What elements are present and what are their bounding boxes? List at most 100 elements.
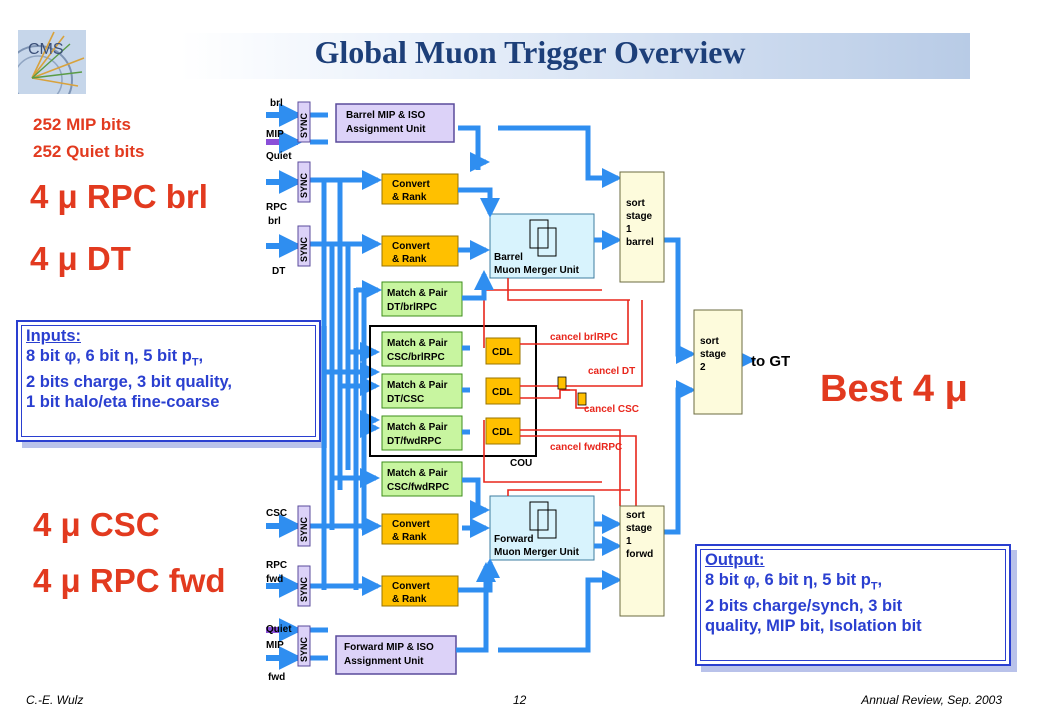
svg-text:CDL: CDL xyxy=(492,387,513,398)
input-label-dt: DT xyxy=(272,266,285,277)
input-label-quiet: Quiet xyxy=(266,151,292,162)
barrel-merger-label-2: Muon Merger Unit xyxy=(494,265,580,276)
title-bar xyxy=(180,33,970,79)
output-line-2: 2 bits charge/synch, 3 bit xyxy=(705,597,903,616)
csc-label: 4 μ CSC xyxy=(33,506,160,543)
svg-text:& Rank: & Rank xyxy=(392,192,427,203)
cou-block: COU xyxy=(369,325,537,469)
svg-text:DT/brlRPC: DT/brlRPC xyxy=(387,302,437,313)
sync-label: SYNC xyxy=(299,236,309,262)
quiet-bits-label: 252 Quiet bits xyxy=(33,142,145,161)
input-label-mip: MIP xyxy=(266,129,284,140)
svg-text:2: 2 xyxy=(700,362,706,373)
svg-text:Convert: Convert xyxy=(392,179,430,190)
sync-label: SYNC xyxy=(299,516,309,542)
svg-text:CSC/fwdRPC: CSC/fwdRPC xyxy=(387,482,449,493)
svg-text:COU: COU xyxy=(510,458,532,469)
output-line-1: 8 bit φ, 6 bit η, 5 bit p xyxy=(705,571,871,589)
cancel-fwdrpc-label: cancel fwdRPC xyxy=(550,442,622,453)
svg-text:CDL: CDL xyxy=(492,427,513,438)
inputs-line-1-end: , xyxy=(198,347,204,365)
convert-rank-units: Convert & Rank Convert & Rank Convert & Ran… xyxy=(381,173,459,607)
svg-text:& Rank: & Rank xyxy=(392,254,427,265)
svg-text:DT/CSC: DT/CSC xyxy=(387,394,424,405)
output-line-3: quality, MIP bit, Isolation bit xyxy=(705,617,922,636)
inputs-line-1: 8 bit φ, 6 bit η, 5 bit p xyxy=(26,347,192,365)
svg-text:Assignment Unit: Assignment Unit xyxy=(346,124,426,135)
input-signal-labels: brl MIP Quiet RPC brl DT CSC RPC fwd Qui… xyxy=(266,98,292,683)
output-line-1-sub: T xyxy=(870,580,878,593)
svg-text:Barrel MIP & ISO: Barrel MIP & ISO xyxy=(346,110,426,121)
sync-label: SYNC xyxy=(299,636,309,662)
svg-text:stage: stage xyxy=(626,211,653,222)
svg-text:CSC/brlRPC: CSC/brlRPC xyxy=(387,352,445,363)
inputs-heading: Inputs: xyxy=(26,327,81,345)
svg-text:forwd: forwd xyxy=(626,549,653,560)
svg-text:Match & Pair: Match & Pair xyxy=(387,422,448,433)
footer-page-number: 12 xyxy=(513,693,527,707)
inputs-line-2: 2 bits charge, 3 bit quality, xyxy=(26,373,232,392)
svg-text:Convert: Convert xyxy=(392,519,430,530)
forward-merger-label: Forward xyxy=(494,534,533,545)
input-label-brl-2: brl xyxy=(268,216,281,227)
cms-logo-text: CMS xyxy=(28,41,64,58)
svg-text:1: 1 xyxy=(626,536,632,547)
sync-label: SYNC xyxy=(299,112,309,138)
sync-label: SYNC xyxy=(299,172,309,198)
svg-text:Assignment Unit: Assignment Unit xyxy=(344,656,424,667)
svg-text:Match & Pair: Match & Pair xyxy=(387,468,448,479)
svg-text:sort: sort xyxy=(626,198,646,209)
svg-text:Match & Pair: Match & Pair xyxy=(387,380,448,391)
footer-author: C.-E. Wulz xyxy=(26,693,84,707)
svg-text:stage: stage xyxy=(700,349,727,360)
rpc-brl-label: 4 μ RPC brl xyxy=(30,178,208,215)
svg-text:Convert: Convert xyxy=(392,241,430,252)
inputs-line-1-sub: T xyxy=(191,356,199,369)
sort-stage-1-barrel: sort stage 1 barrel xyxy=(619,171,665,283)
barrel-merger-label: Barrel xyxy=(494,252,523,263)
distribution-buses xyxy=(310,112,382,661)
input-label-csc: CSC xyxy=(266,508,287,519)
svg-text:sort: sort xyxy=(700,336,720,347)
cdl-units: CDL CDL CDL xyxy=(485,337,521,445)
input-label-mip-fwd: MIP xyxy=(266,640,284,651)
output-line-1-end: , xyxy=(877,571,883,589)
sort-stage-1-forward: sort stage 1 forwd xyxy=(619,505,665,617)
rpc-fwd-label: 4 μ RPC fwd xyxy=(33,562,226,599)
sort-stage-2: sort stage 2 xyxy=(693,309,743,415)
svg-text:1: 1 xyxy=(626,224,632,235)
footer-event: Annual Review, Sep. 2003 xyxy=(861,693,1002,707)
barrel-mip-unit: Barrel MIP & ISO Assignment Unit xyxy=(335,103,455,143)
merger-units: Barrel Muon Merger Unit Forward Muon Mer… xyxy=(489,213,595,561)
svg-text:& Rank: & Rank xyxy=(392,594,427,605)
forward-mip-unit: Forward MIP & ISO Assignment Unit xyxy=(335,635,457,675)
inputs-line-3: 1 bit halo/eta fine-coarse xyxy=(26,393,220,412)
best-4-mu-label: Best 4 μ xyxy=(820,368,968,410)
svg-text:Match & Pair: Match & Pair xyxy=(387,288,448,299)
cancel-dt-label: cancel DT xyxy=(588,366,635,377)
svg-text:CDL: CDL xyxy=(492,347,513,358)
svg-text:Convert: Convert xyxy=(392,581,430,592)
red-cancel-lines xyxy=(483,278,643,514)
svg-text:barrel: barrel xyxy=(626,237,654,248)
sync-blocks: SYNC SYNC SYNC SYNC SYNC SYNC xyxy=(297,101,311,667)
input-label-brl: brl xyxy=(270,98,283,109)
cancel-delay-gates xyxy=(557,376,587,406)
merger-arrows xyxy=(456,125,756,653)
svg-text:Forward MIP & ISO: Forward MIP & ISO xyxy=(344,642,434,653)
cancel-labels: cancel brlRPC cancel DT cancel CSC cance… xyxy=(550,332,639,453)
dt-label: 4 μ DT xyxy=(30,240,131,277)
svg-text:Match & Pair: Match & Pair xyxy=(387,338,448,349)
input-label-rpc-fwd: RPC xyxy=(266,560,287,571)
gmt-block-diagram: SYNC SYNC SYNC SYNC SYNC SYNC brl MIP Qu… xyxy=(266,98,790,683)
cms-logo-icon: CMS xyxy=(18,30,86,94)
svg-text:stage: stage xyxy=(626,523,653,534)
to-gt-label: to GT xyxy=(751,353,790,370)
sort-stages: sort stage 1 barrel sort stage 2 sort st… xyxy=(619,171,743,617)
svg-text:& Rank: & Rank xyxy=(392,532,427,543)
input-arrows xyxy=(266,103,303,670)
sync-label: SYNC xyxy=(299,576,309,602)
input-label-rpc: RPC xyxy=(266,202,287,213)
forward-merger-label-2: Muon Merger Unit xyxy=(494,547,580,558)
